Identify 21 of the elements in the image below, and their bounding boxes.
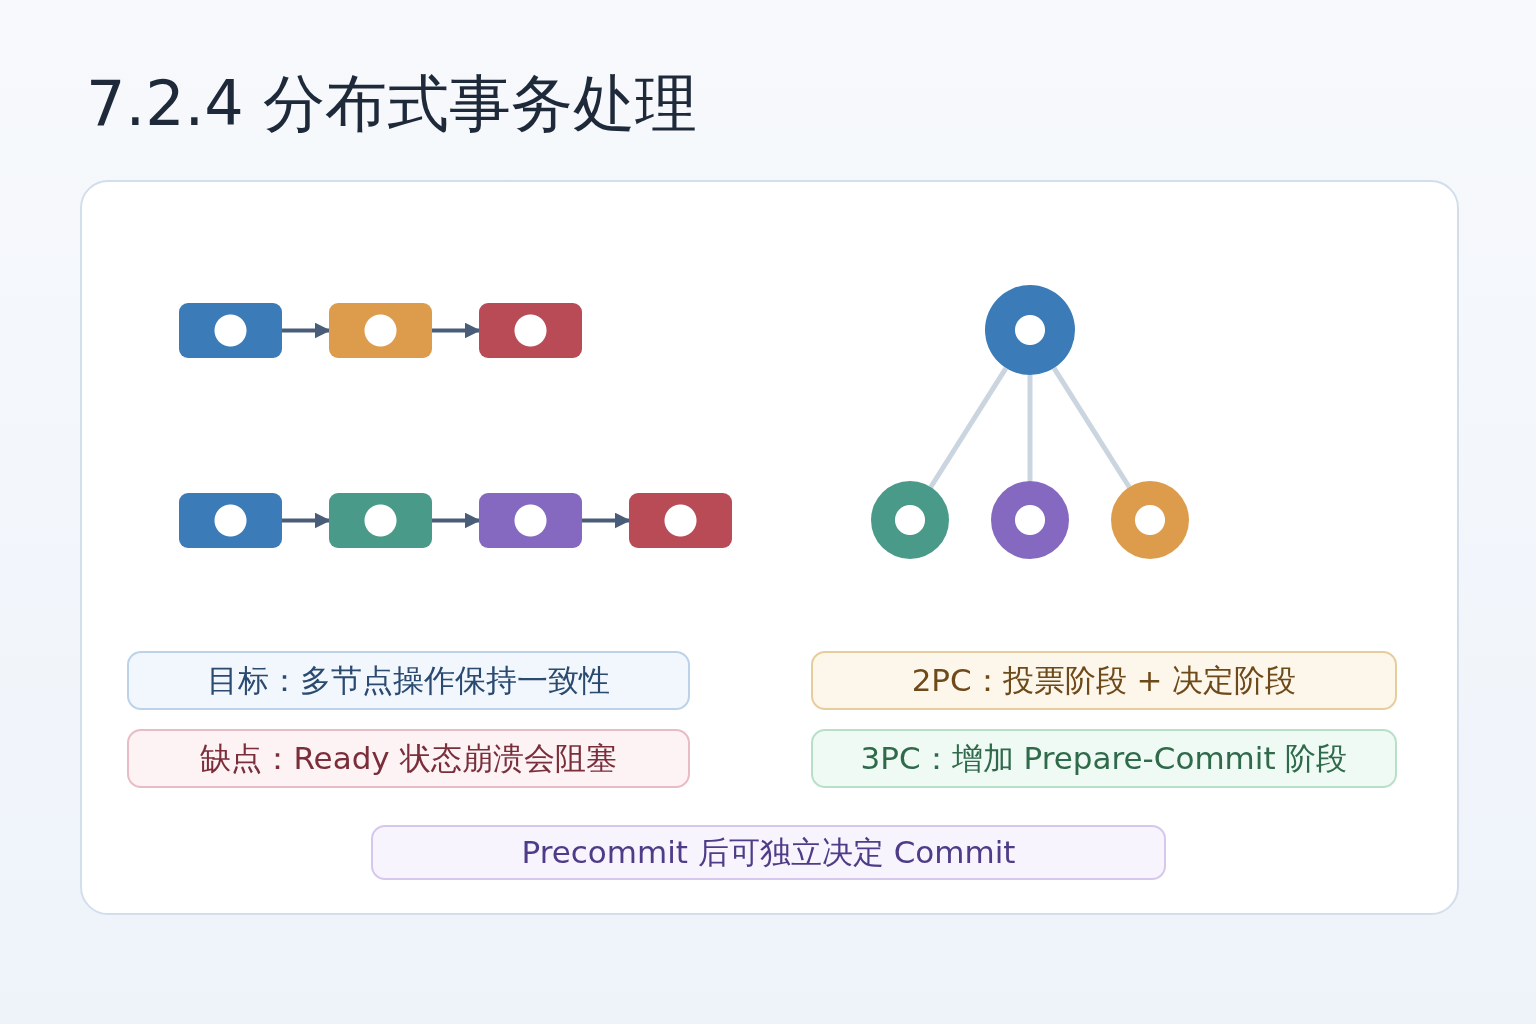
process-box xyxy=(179,303,282,358)
note-box: 目标：多节点操作保持一致性 xyxy=(127,651,690,710)
arrow xyxy=(432,322,481,339)
note-box: Precommit 后可独立决定 Commit xyxy=(371,825,1166,880)
process-box xyxy=(479,303,582,358)
note-box: 缺点：Ready 状态崩溃会阻塞 xyxy=(127,729,690,788)
title: 7.2.4 分布式事务处理 xyxy=(86,66,698,142)
connector-line xyxy=(928,366,1009,489)
arrow xyxy=(582,512,631,529)
process-box xyxy=(629,493,732,548)
process-box xyxy=(329,303,432,358)
note-box: 3PC：增加 Prepare-Commit 阶段 xyxy=(811,729,1397,788)
arrow xyxy=(282,322,331,339)
process-box xyxy=(179,493,282,548)
note-box: 2PC：投票阶段 + 决定阶段 xyxy=(811,651,1397,710)
arrow xyxy=(432,512,481,529)
connector-line xyxy=(1027,375,1033,481)
process-box xyxy=(479,493,582,548)
arrow xyxy=(282,512,331,529)
process-box xyxy=(329,493,432,548)
connector-line xyxy=(1051,366,1132,489)
